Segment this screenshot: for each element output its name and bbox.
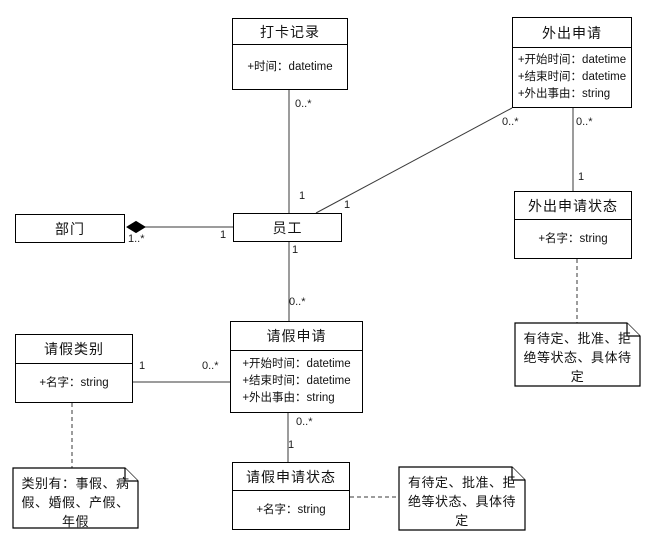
class-attribute: +名字：string <box>39 376 109 389</box>
class-clock-record[interactable]: 打卡记录 +时间：datetime <box>232 18 348 90</box>
composition-diamond <box>126 220 146 234</box>
multiplicity-outrequest-end: 0..* <box>502 116 519 128</box>
note-shape-leave-status <box>398 466 526 531</box>
class-title: 外出申请状态 <box>515 192 631 220</box>
class-out-request-status[interactable]: 外出申请状态 +名字：string <box>514 191 632 259</box>
multiplicity-outstatus-out-end: 0..* <box>576 116 593 128</box>
multiplicity-leavestatus-status-end: 1 <box>288 439 295 451</box>
class-leave-request[interactable]: 请假申请 +开始时间：datetime +结束时间：datetime +外出事由… <box>230 321 363 413</box>
edge-employee-outrequest <box>315 107 513 214</box>
multiplicity-dept-end: 1..* <box>128 233 145 245</box>
class-attribute: +结束时间：datetime <box>517 71 627 83</box>
class-attribute: +结束时间：datetime <box>242 375 351 387</box>
class-attribute: +名字：string <box>538 232 608 245</box>
class-attribute: +开始时间：datetime <box>242 358 351 370</box>
multiplicity-leaverequest-top-end: 0..* <box>289 296 306 308</box>
note-shape-out-status <box>514 322 641 387</box>
class-title: 部门 <box>55 220 85 237</box>
class-title: 外出申请 <box>513 18 631 48</box>
multiplicity-leavestatus-leave-end: 0..* <box>296 416 313 428</box>
class-department[interactable]: 部门 <box>15 214 125 243</box>
class-leave-request-status[interactable]: 请假申请状态 +名字：string <box>232 462 350 530</box>
class-out-request[interactable]: 外出申请 +开始时间：datetime +结束时间：datetime +外出事由… <box>512 17 632 108</box>
note-out-status[interactable]: 有待定、批准、拒绝等状态、具体待定 <box>523 331 632 384</box>
multiplicity-leave-employee-end: 1 <box>292 244 299 256</box>
note-leave-status[interactable]: 有待定、批准、拒绝等状态、具体待定 <box>407 475 516 528</box>
class-employee[interactable]: 员工 <box>233 213 342 242</box>
multiplicity-clockrecord-end: 0..* <box>295 98 312 110</box>
note-shape-leave-category <box>12 467 139 529</box>
class-title: 请假申请状态 <box>233 463 349 491</box>
multiplicity-outstatus-status-end: 1 <box>578 171 585 183</box>
class-title: 员工 <box>272 219 303 236</box>
class-attribute: +开始时间：datetime <box>517 54 627 66</box>
class-leave-category[interactable]: 请假类别 +名字：string <box>15 334 133 403</box>
class-attribute: +外出事由：string <box>517 88 611 100</box>
class-attribute: +名字：string <box>256 503 326 516</box>
class-attribute: +时间：datetime <box>247 60 333 73</box>
class-title: 请假申请 <box>231 322 362 351</box>
class-attribute: +外出事由：string <box>242 392 335 404</box>
class-title: 打卡记录 <box>233 19 347 45</box>
multiplicity-out-employee-end: 1 <box>344 199 351 211</box>
multiplicity-dept-employee-end: 1 <box>220 229 227 241</box>
multiplicity-clock-employee-end: 1 <box>299 190 306 202</box>
multiplicity-category-end: 1 <box>139 360 146 372</box>
class-title: 请假类别 <box>16 335 132 364</box>
note-leave-category[interactable]: 类别有：事假、病假、婚假、产假、年假 <box>21 476 130 529</box>
multiplicity-category-leave-end: 0..* <box>202 360 219 372</box>
